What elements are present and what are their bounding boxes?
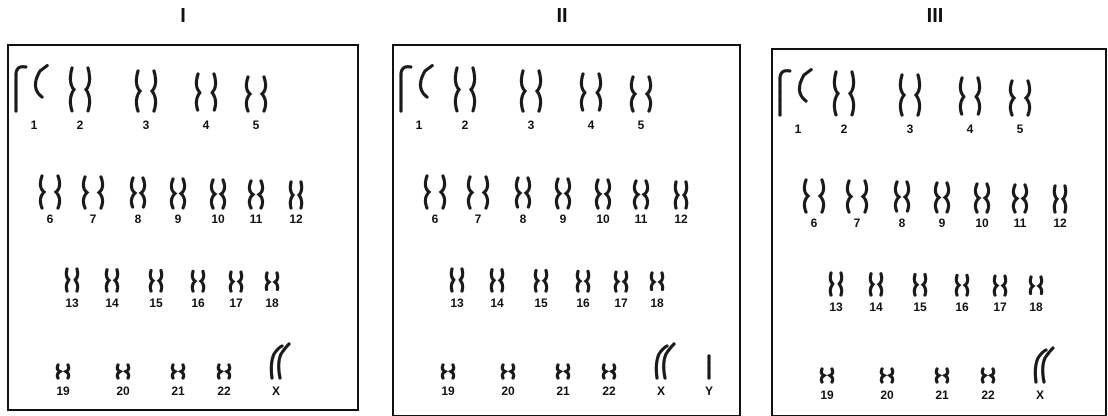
chromosome-label: 17	[229, 296, 243, 310]
chromosome-label: 22	[981, 388, 995, 402]
chromosome-label: 11	[1014, 216, 1027, 230]
chromosome-label: 18	[265, 296, 279, 310]
chromosome-label: 4	[203, 118, 210, 132]
chromosome-label: 21	[556, 384, 570, 398]
chromosome-label: 19	[56, 384, 70, 398]
chromosome-label: 3	[907, 122, 914, 136]
chromosome-label: 1	[416, 118, 423, 132]
chromosome-label: 22	[602, 384, 616, 398]
chromosome-label: 21	[171, 384, 185, 398]
chromosome-label: 14	[105, 296, 119, 310]
chromosome-label: 7	[854, 216, 861, 230]
chromosome-label: X	[657, 384, 665, 398]
chromosome-label: 3	[528, 118, 535, 132]
chromosome-label: 14	[869, 300, 883, 314]
chromosome-label: 12	[674, 212, 688, 226]
chromosome-label: 15	[149, 296, 163, 310]
chromosome-label: 5	[638, 118, 645, 132]
chromosome-label: 3	[143, 118, 150, 132]
panel-title: I	[180, 5, 186, 27]
chromosome-label: 4	[588, 118, 595, 132]
chromosome-label: 2	[841, 122, 848, 136]
chromosome-label: 22	[217, 384, 231, 398]
chromosome-label: 1	[795, 122, 802, 136]
chromosome-label: 12	[289, 212, 303, 226]
panel-frame	[393, 45, 740, 416]
chromosome-label: 17	[993, 300, 1007, 314]
chromosome-label: 13	[65, 296, 79, 310]
chromosome-label: 13	[450, 296, 464, 310]
chromosome-label: 12	[1053, 216, 1067, 230]
chromosome-label: 15	[534, 296, 548, 310]
chromosome-label: 11	[250, 212, 263, 226]
chromosome-label: X	[1036, 388, 1044, 402]
chromosome-label: 7	[90, 212, 97, 226]
chromosome-label: 4	[967, 122, 974, 136]
chromosome-label: 16	[576, 296, 590, 310]
chromosome-label: 10	[596, 212, 610, 226]
panel-title: III	[927, 5, 944, 27]
chromosome-label: 9	[175, 212, 182, 226]
chromosome-label: 10	[211, 212, 225, 226]
chromosome-label: 7	[475, 212, 482, 226]
chromosome-label: 6	[47, 212, 54, 226]
chromosome-label: Y	[705, 384, 713, 398]
chromosome-label: 5	[1017, 122, 1024, 136]
chromosome-label: 20	[501, 384, 515, 398]
chromosome-label: 6	[811, 216, 818, 230]
chromosome-label: 10	[975, 216, 989, 230]
chromosome-label: 8	[899, 216, 906, 230]
chromosome-label: 13	[829, 300, 843, 314]
chromosome-label: 1	[31, 118, 38, 132]
chromosome-label: 11	[635, 212, 648, 226]
chromosome-label: 14	[490, 296, 504, 310]
panel-frame	[772, 49, 1106, 416]
chromosome-label: 6	[432, 212, 439, 226]
chromosome-label: 18	[650, 296, 664, 310]
chromosome-label: 15	[913, 300, 927, 314]
karyotype-panel: I12345678910111213141516171819202122X	[8, 5, 358, 410]
chromosome-label: 8	[135, 212, 142, 226]
chromosome-label: 5	[253, 118, 260, 132]
chromosome-label: 21	[935, 388, 949, 402]
chromosome-label: 2	[77, 118, 84, 132]
chromosome-label: 8	[520, 212, 527, 226]
chromosome-label: 19	[441, 384, 455, 398]
chromosome-label: 16	[955, 300, 969, 314]
chromosome-label: X	[272, 384, 280, 398]
chromosome-label: 18	[1029, 300, 1043, 314]
chromosome-label: 20	[116, 384, 130, 398]
panel-title: II	[556, 5, 567, 27]
panel-frame	[8, 45, 358, 410]
chromosome-label: 17	[614, 296, 628, 310]
chromosome-label: 9	[560, 212, 567, 226]
chromosome-label: 19	[820, 388, 834, 402]
chromosome-label: 9	[939, 216, 946, 230]
chromosome-label: 20	[880, 388, 894, 402]
chromosome-label: 2	[462, 118, 469, 132]
chromosome-label: 16	[191, 296, 205, 310]
